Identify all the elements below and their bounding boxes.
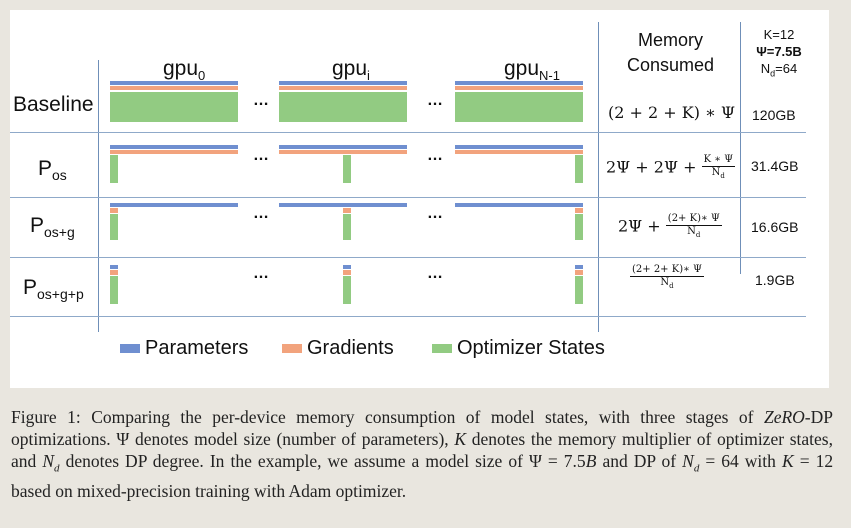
row-divider-1 bbox=[10, 132, 806, 133]
zero-dp-figure: gpu0 gpui gpuN-1 Memory Consumed K=12 Ψ=… bbox=[10, 10, 829, 388]
row-divider-2 bbox=[10, 197, 806, 198]
ellipsis: … bbox=[427, 265, 444, 282]
parameters-swatch bbox=[120, 344, 140, 353]
figure-caption: Figure 1: Comparing the per-device memor… bbox=[11, 407, 834, 501]
legend-parameters: Parameters bbox=[120, 337, 248, 360]
row-label-posgp: Pos+g+p bbox=[23, 276, 84, 303]
ellipsis: … bbox=[427, 205, 444, 222]
gpu-label-0: gpu0 bbox=[163, 57, 206, 84]
legend-optimizer-states: Optimizer States bbox=[432, 337, 605, 360]
row-divider-3 bbox=[10, 257, 806, 258]
ellipsis: … bbox=[253, 92, 270, 109]
row-label-baseline: Baseline bbox=[13, 93, 94, 116]
memory-consumed-header: Memory Consumed bbox=[626, 30, 715, 75]
gpu-label-n-1: gpuN-1 bbox=[504, 57, 560, 84]
example-params-header: K=12 Ψ=7.5B Nd=64 bbox=[756, 27, 802, 79]
gradients-swatch bbox=[282, 344, 302, 353]
gpu-label-i: gpui bbox=[332, 57, 370, 84]
row-label-pos: Pos bbox=[38, 157, 67, 184]
optimizer-states-swatch bbox=[432, 344, 452, 353]
ellipsis: … bbox=[253, 147, 270, 164]
value-divider bbox=[740, 22, 741, 274]
ellipsis: … bbox=[427, 147, 444, 164]
ellipsis: … bbox=[253, 205, 270, 222]
legend-gradients: Gradients bbox=[282, 337, 394, 360]
memory-baseline: 120GB bbox=[752, 107, 796, 123]
formula-baseline: (2 + 2 + K) ∗ Ψ bbox=[608, 103, 736, 122]
ellipsis: … bbox=[427, 92, 444, 109]
memory-divider bbox=[598, 22, 599, 332]
row-divider-4 bbox=[10, 316, 806, 317]
ellipsis: … bbox=[253, 265, 270, 282]
memory-posgp: 1.9GB bbox=[755, 272, 795, 288]
memory-pos: 31.4GB bbox=[751, 158, 799, 174]
memory-posg: 16.6GB bbox=[751, 219, 799, 235]
row-label-posg: Pos+g bbox=[30, 214, 75, 241]
left-divider bbox=[98, 60, 99, 332]
